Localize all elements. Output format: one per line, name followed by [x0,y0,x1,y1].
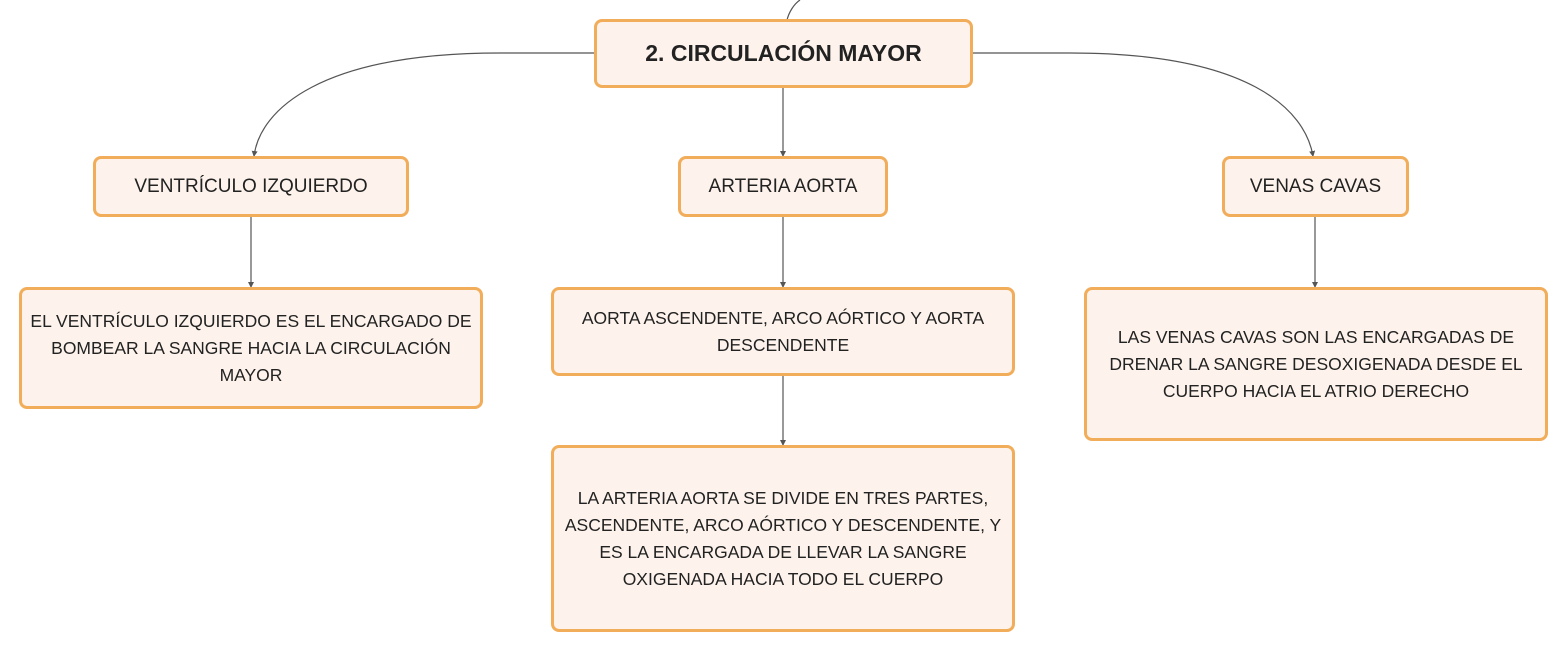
branch-node-ventriculo-izquierdo[interactable]: VENTRÍCULO IZQUIERDO [93,156,409,217]
branch-node-venas-cavas[interactable]: VENAS CAVAS [1222,156,1409,217]
connector-root-to-venas [972,52,1316,157]
detail-node-aorta-description[interactable]: LA ARTERIA AORTA SE DIVIDE EN TRES PARTE… [551,445,1015,632]
detail-node-venas-cavas[interactable]: LAS VENAS CAVAS SON LAS ENCARGADAS DE DR… [1084,287,1548,441]
branch-node-arteria-aorta[interactable]: ARTERIA AORTA [678,156,888,217]
connector-root-to-ventriculo [251,52,594,157]
root-node[interactable]: 2. CIRCULACIÓN MAYOR [594,19,973,88]
detail-node-aorta-parts[interactable]: AORTA ASCENDENTE, ARCO AÓRTICO Y AORTA D… [551,287,1015,376]
incoming-connector [786,0,801,21]
detail-node-ventriculo[interactable]: EL VENTRÍCULO IZQUIERDO ES EL ENCARGADO … [19,287,483,409]
